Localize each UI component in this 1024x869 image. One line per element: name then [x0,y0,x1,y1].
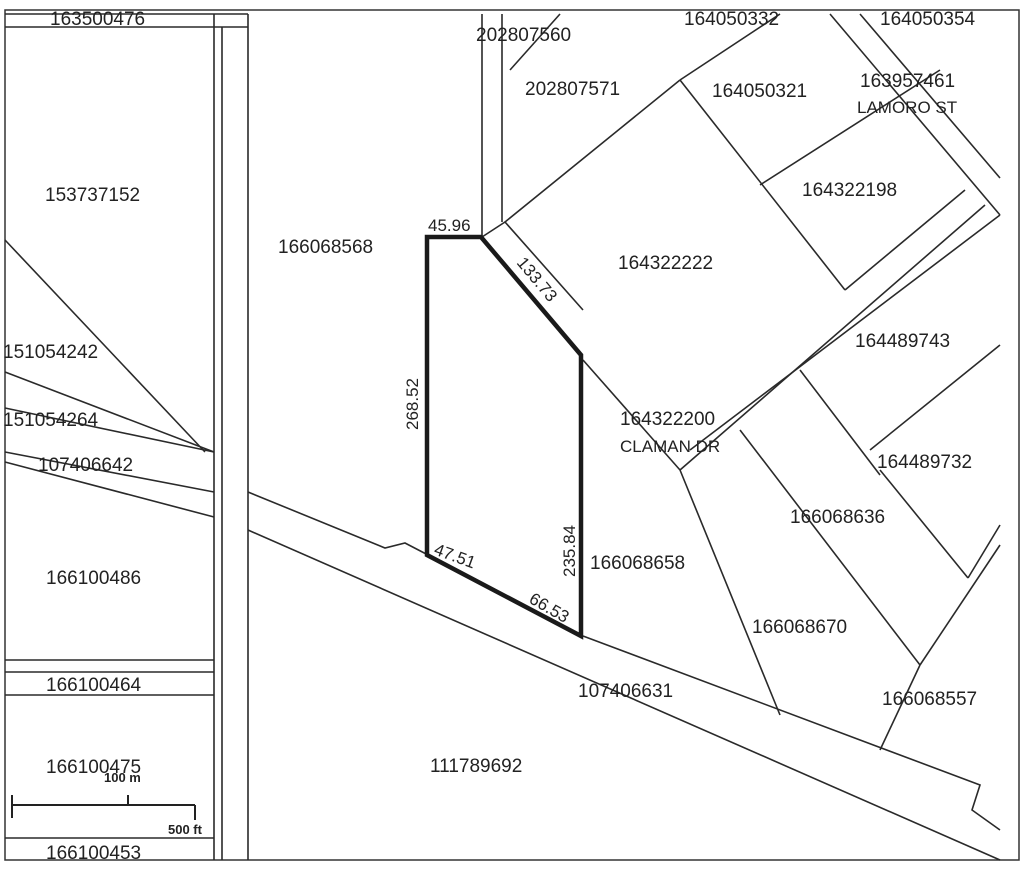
scale-bar-metric-label: 100 m [104,770,141,785]
parcel-label: 164322198 [802,180,897,201]
parcel-label: 111789692 [430,756,522,777]
left-parcel-lines [4,13,248,860]
parcel-label: 166068557 [882,689,977,710]
right-parcel-lines [481,13,1001,751]
subject-parcel-outline [424,234,584,640]
map-frame [4,9,1020,861]
parcel-label: 151054264 [3,410,99,431]
parcel-label: 107406631 [578,681,673,702]
dimension-east: 235.84 [560,525,579,577]
parcel-label: 202807560 [476,25,571,46]
parcel-label: 166100464 [46,675,142,696]
parcel-label: 166068658 [590,553,685,574]
street-label-lamoro: LAMORO ST [857,98,957,117]
parcel-labels: 163500476 202807560 164050332 164050354 … [3,9,977,864]
parcel-label: 151054242 [3,342,98,363]
parcel-label: 107406642 [38,455,133,476]
dimension-northeast: 133.73 [513,253,561,305]
parcel-label: 166068568 [278,237,373,258]
parcel-label: 202807571 [525,79,620,100]
dimension-top: 45.96 [428,216,471,235]
street-label-claman: CLAMAN DR [620,437,720,456]
parcel-label: 166100453 [46,843,141,864]
parcel-label: 164050354 [880,9,976,30]
parcel-label: 166068636 [790,507,885,528]
parcel-label: 153737152 [45,185,140,206]
parcel-label: 166068670 [752,617,847,638]
parcel-label: 164322222 [618,253,713,274]
parcel-label: 163957461 [860,71,955,92]
road-corridor [247,14,1001,861]
scale-bar-imperial-label: 500 ft [168,822,203,837]
parcel-label: 164322200 [620,409,715,430]
parcel-label: 163500476 [50,9,145,30]
dimension-labels: 45.96 133.73 268.52 235.84 47.51 66.53 [403,216,579,627]
parcel-label: 166100475 [46,757,141,778]
parcel-label: 164489732 [877,452,972,473]
parcel-label: 164050321 [712,81,807,102]
scale-bar: 100 m 500 ft [11,770,203,837]
parcel-label: 166100486 [46,568,141,589]
parcel-label: 164489743 [855,331,950,352]
parcel-label: 164050332 [684,9,779,30]
dimension-west: 268.52 [403,378,422,430]
